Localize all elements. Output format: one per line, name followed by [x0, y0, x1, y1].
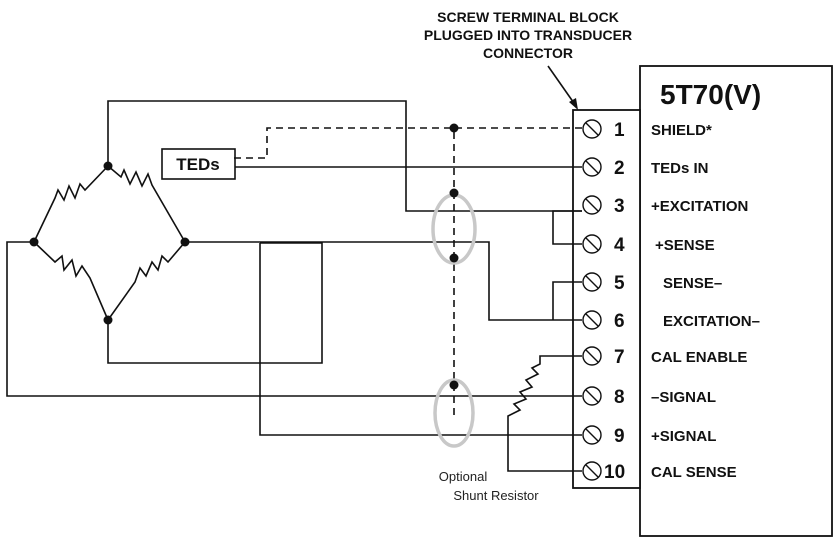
terminal-number: 5	[614, 273, 625, 294]
terminal-screw-icon	[582, 386, 602, 406]
header-line-2: PLUGGED INTO TRANSDUCER	[424, 27, 632, 43]
terminal-screw-icon	[582, 346, 602, 366]
shield-node-3	[449, 253, 459, 263]
terminal-label: +SENSE	[655, 237, 715, 254]
terminal-screw-icon	[582, 234, 602, 254]
terminal-screw-icon	[582, 272, 602, 292]
terminal-screw-icon	[582, 157, 602, 177]
wires	[6, 100, 582, 436]
terminal-number: 8	[614, 387, 625, 408]
terminal-screw-icon	[582, 119, 602, 139]
terminal-number: 7	[614, 347, 625, 368]
shield-node-2	[449, 188, 459, 198]
terminal-label: SHIELD*	[651, 122, 712, 139]
terminal-number: 1	[614, 120, 625, 141]
teds-box	[161, 148, 236, 180]
terminal-number: 6	[614, 311, 625, 332]
terminal-label-list: SHIELD* TEDs IN +EXCITATION +SENSE SENSE– EXC…	[651, 122, 760, 481]
shunt-resistor	[507, 355, 582, 472]
terminal-number: 2	[614, 158, 625, 179]
terminal-list: 1 2 3 4 5 6 7 8 9 10	[582, 119, 625, 483]
terminal-label: TEDs IN	[651, 160, 709, 177]
terminal-label: –SIGNAL	[651, 389, 716, 406]
terminal-number: 3	[614, 196, 625, 217]
shunt-label-line-1: Optional	[439, 469, 488, 484]
terminal-screw-icon	[582, 195, 602, 215]
wheatstone-bridge	[29, 161, 190, 325]
shield-node-1	[449, 123, 459, 133]
terminal-screw-icon	[582, 310, 602, 330]
header-pointer-arrow	[547, 65, 577, 107]
terminal-label: EXCITATION–	[663, 313, 760, 330]
terminal-label: SENSE–	[663, 275, 722, 292]
terminal-label: +SIGNAL	[651, 428, 716, 445]
terminal-label: CAL ENABLE	[651, 349, 747, 366]
shunt-label-line-2: Shunt Resistor	[453, 488, 539, 503]
teds-label: TEDs	[176, 155, 219, 174]
header-line-1: SCREW TERMINAL BLOCK	[437, 9, 619, 25]
terminal-screw-icon	[582, 461, 602, 481]
terminal-block	[572, 109, 641, 489]
header-line-3: CONNECTOR	[483, 45, 573, 61]
arrowhead-icon	[569, 98, 578, 110]
terminal-label: CAL SENSE	[651, 464, 737, 481]
terminal-screw-icon	[582, 425, 602, 445]
shield-node-4	[449, 380, 459, 390]
terminal-number: 10	[604, 462, 625, 483]
cable-bundle-signal	[433, 378, 475, 448]
terminal-number: 9	[614, 426, 625, 447]
terminal-number: 4	[614, 235, 625, 256]
device-title: 5T70(V)	[660, 79, 761, 110]
terminal-label: +EXCITATION	[651, 198, 748, 215]
device-box	[639, 65, 833, 537]
